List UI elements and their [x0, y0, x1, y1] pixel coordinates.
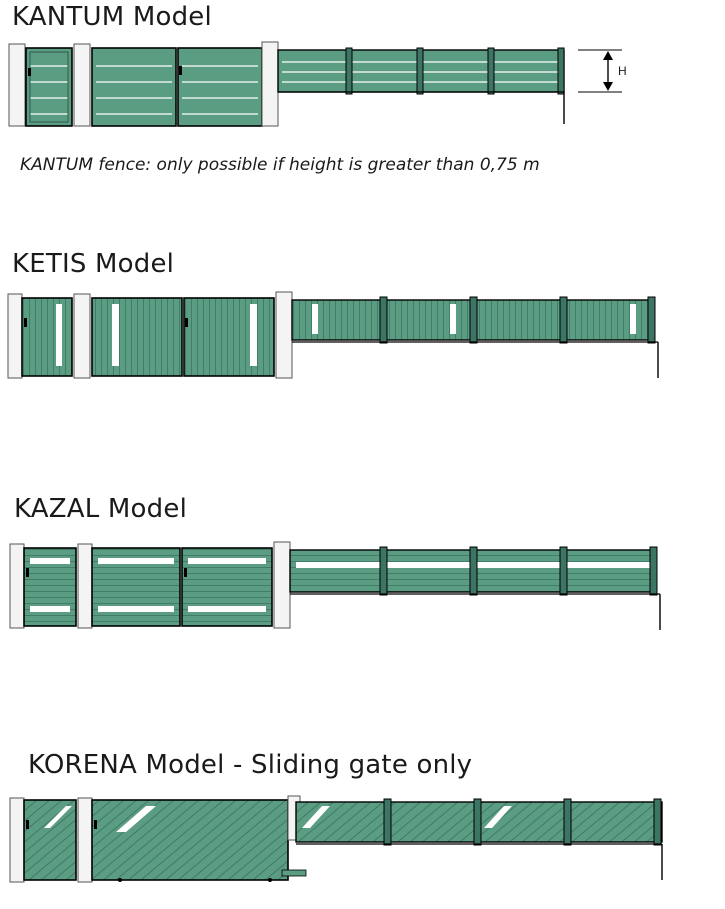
pillar	[275, 291, 293, 379]
height-label: H	[618, 64, 627, 78]
korena-title: KORENA Model - Sliding gate only	[28, 750, 473, 780]
gate-handle	[185, 318, 188, 327]
ketis-illustration	[7, 291, 659, 379]
pillar	[73, 293, 91, 379]
pillar	[77, 797, 93, 883]
pillar	[77, 543, 93, 629]
fence	[277, 47, 565, 124]
pillar	[261, 41, 279, 127]
gate-handle	[179, 66, 182, 75]
fence	[291, 296, 659, 378]
pedestrian-gate	[21, 297, 73, 377]
korena-illustration	[9, 795, 663, 883]
gate-handle	[26, 820, 29, 829]
ketis-title: KETIS Model	[12, 249, 175, 279]
gate-handle	[26, 568, 29, 577]
sliding-gate	[91, 799, 307, 882]
swing-gate	[91, 297, 275, 377]
pillar	[8, 43, 26, 127]
gate-handle	[24, 318, 27, 327]
pillar	[9, 543, 25, 629]
gate-handle	[94, 820, 97, 829]
pedestrian-gate	[25, 47, 73, 127]
kazal-title: KAZAL Model	[14, 494, 187, 524]
swing-gate	[91, 547, 273, 627]
pedestrian-gate	[23, 547, 77, 627]
gate-handle	[28, 68, 31, 76]
pedestrian-gate	[23, 799, 77, 881]
kantum-note: KANTUM fence: only possible if height is…	[20, 155, 540, 175]
pillar	[7, 293, 23, 379]
swing-gate	[91, 47, 263, 127]
kantum-title: KANTUM Model	[12, 2, 212, 32]
height-dimension	[578, 49, 622, 93]
kantum-illustration	[8, 41, 622, 127]
fence	[289, 546, 661, 630]
gate-handle	[184, 568, 187, 577]
fence	[295, 798, 663, 880]
pillar	[73, 43, 91, 127]
pillar	[273, 541, 291, 629]
pillar	[9, 797, 25, 883]
kazal-illustration	[9, 541, 661, 630]
